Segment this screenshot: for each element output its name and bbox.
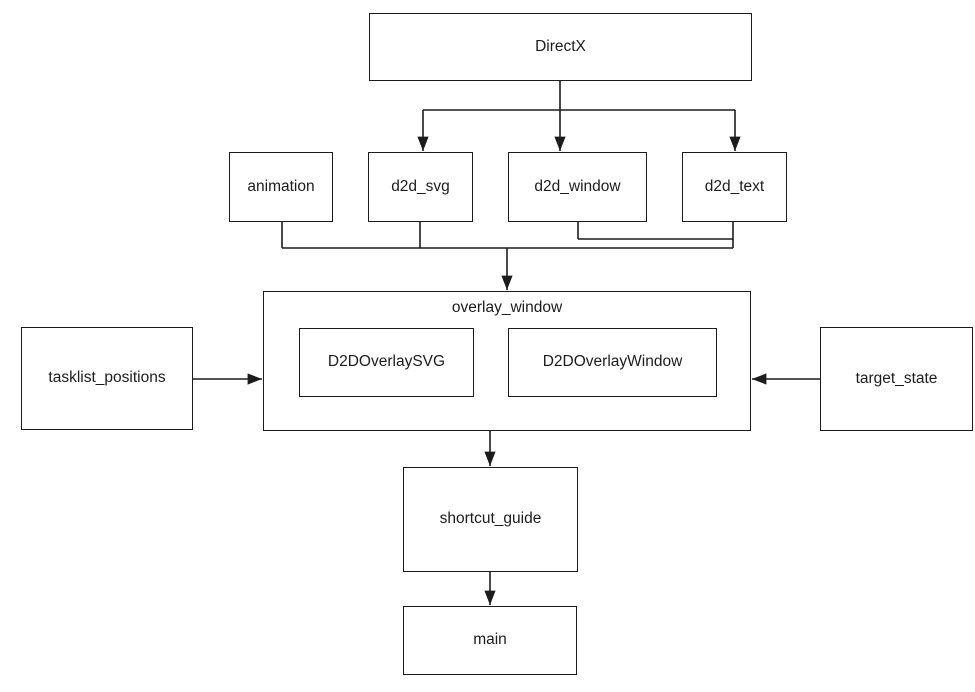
- node-main: main: [403, 606, 577, 675]
- node-d2d-window: d2d_window: [508, 152, 647, 222]
- node-overlay-window: overlay_window D2DOverlaySVG D2DOverlayW…: [263, 291, 751, 431]
- node-main-label: main: [473, 631, 507, 649]
- node-shortcut-guide-label: shortcut_guide: [439, 510, 542, 528]
- node-shortcut-guide: shortcut_guide: [403, 467, 578, 572]
- node-d2d-window-label: d2d_window: [534, 177, 621, 195]
- node-tasklist-positions-label: tasklist_positions: [48, 369, 166, 387]
- node-tasklist-positions: tasklist_positions: [21, 327, 193, 430]
- node-directx-label: DirectX: [535, 37, 586, 55]
- node-d2d-text: d2d_text: [682, 152, 787, 222]
- node-d2d-svg-label: d2d_svg: [391, 177, 450, 195]
- node-d2d-text-label: d2d_text: [704, 177, 765, 195]
- node-d2d-overlay-svg: D2DOverlaySVG: [299, 328, 474, 397]
- node-target-state-label: target_state: [855, 369, 938, 387]
- node-d2d-overlay-svg-label: D2DOverlaySVG: [327, 353, 446, 371]
- node-d2d-overlay-window-label: D2DOverlayWindow: [542, 353, 683, 371]
- node-animation: animation: [229, 152, 333, 222]
- node-d2d-svg: d2d_svg: [368, 152, 473, 222]
- node-target-state: target_state: [820, 327, 973, 431]
- node-d2d-overlay-window: D2DOverlayWindow: [508, 328, 717, 397]
- node-directx: DirectX: [369, 13, 752, 81]
- node-overlay-window-label: overlay_window: [451, 299, 563, 316]
- node-animation-label: animation: [247, 177, 315, 195]
